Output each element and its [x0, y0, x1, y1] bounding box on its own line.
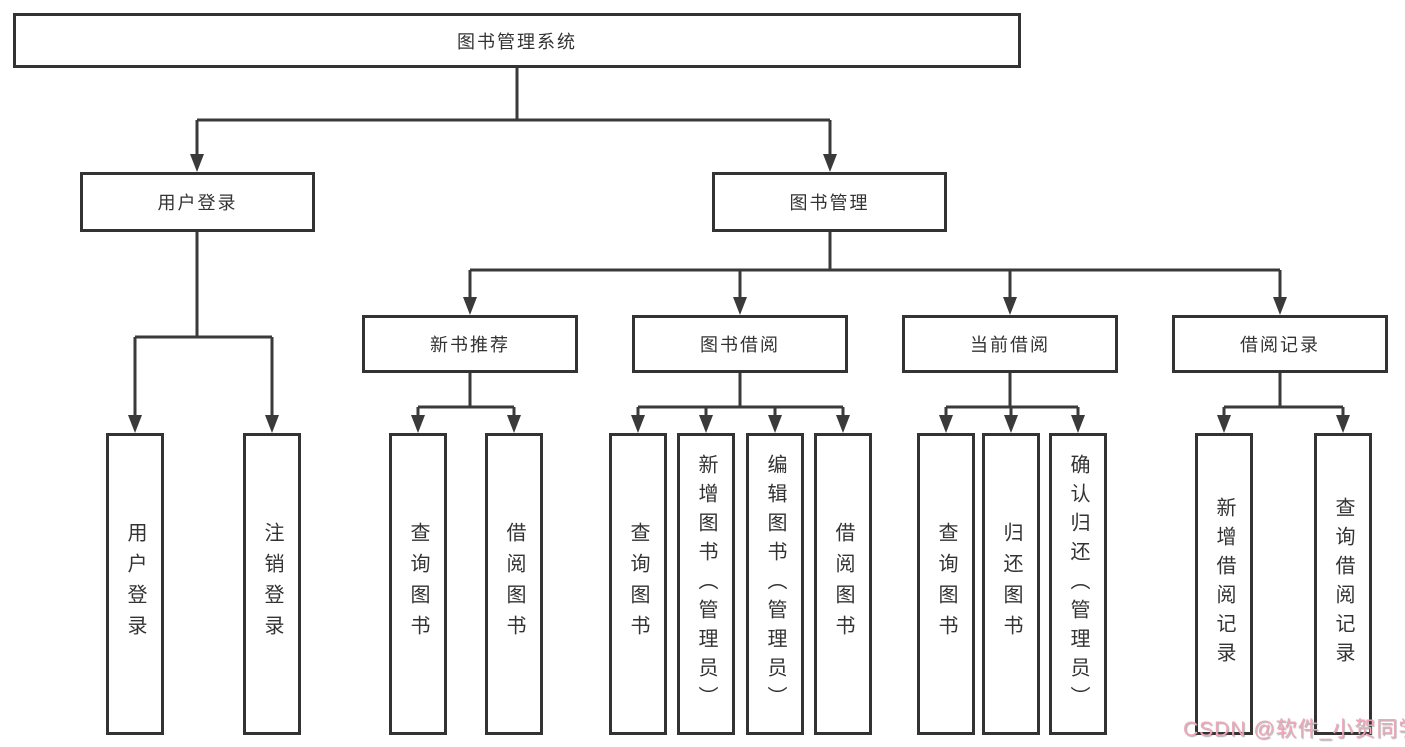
node-borrow-books: 借阅图书 [814, 433, 872, 735]
node-return-books: 归还图书 [982, 433, 1040, 735]
node-user-login-group: 用户登录 [80, 172, 315, 232]
node-label: 查询图书 [407, 522, 429, 646]
node-book-borrowing: 图书借阅 [632, 315, 848, 373]
node-label: 用户登录 [157, 193, 238, 213]
node-confirm-return-admin: 确认归还（管理员） [1049, 433, 1107, 735]
node-label: 借阅图书 [503, 522, 525, 646]
node-label: 当前借阅 [970, 335, 1050, 355]
node-label: 查询借阅记录 [1332, 497, 1354, 671]
node-query-borrow-record: 查询借阅记录 [1314, 433, 1372, 735]
node-label: 查询图书 [935, 522, 957, 646]
node-label: 新书推荐 [430, 335, 510, 355]
node-label: 编辑图书（管理员） [764, 453, 786, 715]
node-label: 注销登录 [261, 522, 283, 646]
node-new-book-recommend: 新书推荐 [362, 315, 578, 373]
node-label: 用户登录 [124, 522, 146, 646]
node-label: 图书管理系统 [457, 31, 577, 52]
node-add-books-admin: 新增图书（管理员） [677, 433, 735, 735]
node-query-books-borrowing: 查询图书 [609, 433, 667, 735]
node-label: 新增借阅记录 [1213, 497, 1235, 671]
node-logout: 注销登录 [243, 433, 301, 735]
node-edit-books-admin: 编辑图书（管理员） [746, 433, 804, 735]
node-borrowing-records: 借阅记录 [1172, 315, 1388, 373]
node-add-borrow-record: 新增借阅记录 [1195, 433, 1253, 735]
node-label: 图书管理 [789, 193, 870, 213]
node-user-login: 用户登录 [106, 433, 164, 735]
node-query-books-recommend: 查询图书 [389, 433, 447, 735]
node-book-management: 图书管理 [712, 172, 947, 232]
node-borrow-books-recommend: 借阅图书 [485, 433, 543, 735]
node-label: 确认归还（管理员） [1067, 453, 1089, 715]
node-label: 归还图书 [1000, 522, 1022, 646]
watermark-text: CSDN @软件_小贺同学 [1183, 718, 1405, 741]
node-label: 借阅记录 [1240, 335, 1320, 355]
node-query-books-current: 查询图书 [917, 433, 975, 735]
arrowheads [128, 154, 1350, 433]
node-label: 图书借阅 [700, 335, 780, 355]
node-library-management-system: 图书管理系统 [13, 13, 1021, 68]
node-current-borrowing: 当前借阅 [902, 315, 1118, 373]
node-label: 新增图书（管理员） [695, 453, 717, 715]
node-label: 查询图书 [627, 522, 649, 646]
node-label: 借阅图书 [832, 522, 854, 646]
